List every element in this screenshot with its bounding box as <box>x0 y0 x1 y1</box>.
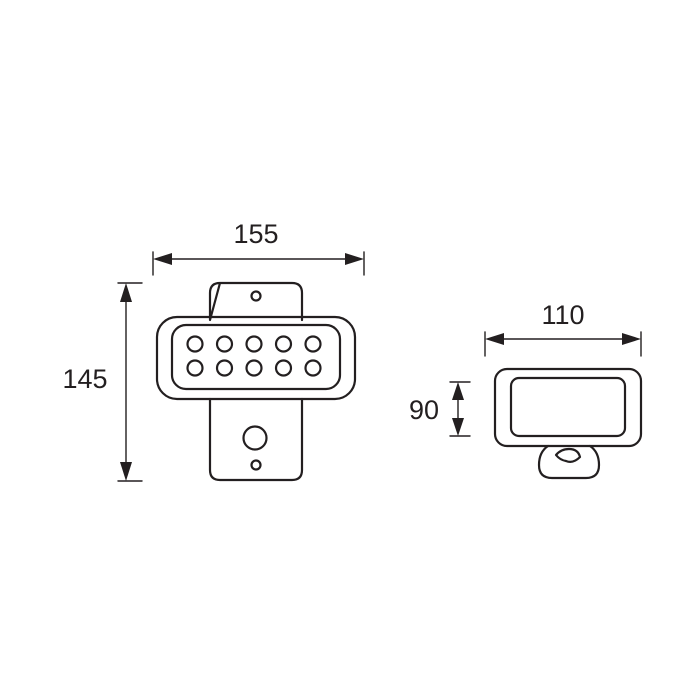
side-width-dimension: 110 <box>484 300 642 357</box>
side-view <box>493 367 643 480</box>
led-1-4 <box>274 335 293 353</box>
led-2-2 <box>215 359 234 377</box>
led-2-4 <box>274 359 293 377</box>
mounting-plate <box>208 281 304 482</box>
side-housing-inner <box>509 376 627 438</box>
side-bracket <box>537 444 601 480</box>
bottom-screw-hole <box>250 459 262 471</box>
side-bracket-knob <box>554 447 582 463</box>
side-housing-outer <box>493 367 643 448</box>
lamp-housing-outer <box>155 315 357 401</box>
led-2-5 <box>304 359 322 377</box>
led-1-2 <box>215 335 234 353</box>
led-array <box>186 335 322 377</box>
front-height-label: 145 <box>62 364 107 394</box>
sensor-lens <box>242 425 268 451</box>
led-1-3 <box>245 335 263 353</box>
side-width-label: 110 <box>541 300 584 330</box>
front-height-dimension: 145 <box>62 282 143 482</box>
led-2-3 <box>245 359 263 377</box>
lamp-housing-inner <box>170 323 342 391</box>
side-height-dimension: 90 <box>409 381 471 437</box>
led-1-5 <box>304 335 322 353</box>
front-width-dimension: 155 <box>152 219 365 276</box>
front-width-label: 155 <box>233 219 278 249</box>
top-screw-hole <box>250 290 262 302</box>
led-1-1 <box>186 335 204 353</box>
side-height-label: 90 <box>409 395 439 425</box>
front-view <box>155 281 357 482</box>
led-2-1 <box>186 359 204 377</box>
